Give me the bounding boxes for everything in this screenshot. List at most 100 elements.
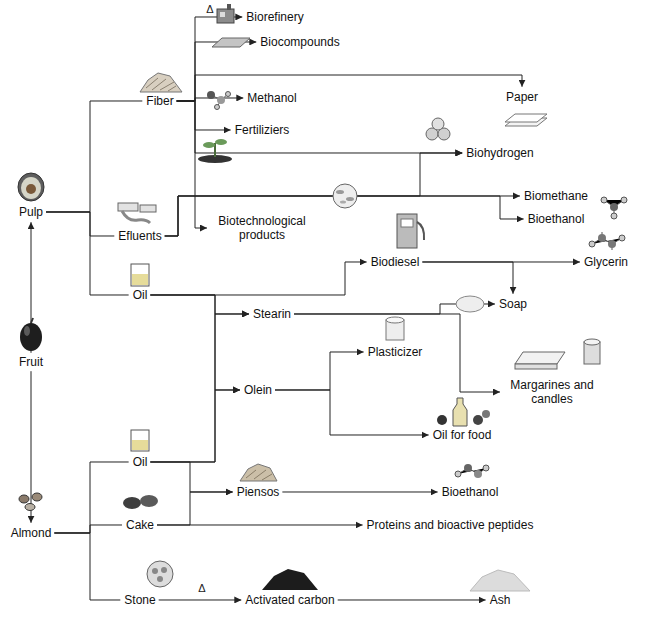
flow-connector [275, 390, 429, 435]
oil-beaker-icon [131, 430, 149, 451]
flow-connector [54, 533, 120, 600]
fruit-icon [20, 318, 42, 351]
product-label: Plasticizer [366, 344, 425, 360]
biocompounds-icon [212, 38, 250, 47]
product-label: Olein [242, 382, 274, 398]
node-text: Glycerin [584, 255, 628, 269]
node-text: Soap [499, 297, 527, 311]
node-text: Oil [133, 288, 148, 302]
node-text: Biorefinery [246, 10, 303, 24]
node-text: Biohydrogen [466, 146, 533, 160]
product-label: Oil for food [431, 427, 494, 443]
node-text: Fiber [146, 94, 173, 108]
flow-connector [150, 295, 240, 390]
node-text: Oil for food [433, 428, 492, 442]
soap-icon [456, 296, 484, 312]
flow-connector [54, 525, 122, 533]
flow-connector [157, 492, 233, 525]
product-label: Oil [131, 287, 150, 303]
node-text: Pulp [19, 205, 43, 219]
product-label: Stearin [251, 306, 293, 322]
flow-connector [177, 42, 257, 101]
product-label: Biohydrogen [464, 145, 535, 161]
node-text: Proteins and bioactive peptides [367, 518, 534, 532]
flow-connector [275, 352, 364, 390]
flow-connector [46, 212, 114, 236]
node-text: Stearin [253, 307, 291, 321]
molecule-icon [601, 197, 627, 219]
product-label: Oil [131, 454, 150, 470]
margarine-candle-icon [515, 339, 600, 369]
efluents-icon [118, 203, 156, 223]
node-text: Olein [244, 383, 272, 397]
product-label: Paper [504, 89, 540, 105]
paper-icon [505, 114, 547, 126]
node-text: Fertiliziers [235, 123, 290, 137]
fertilizer-icon [198, 139, 232, 163]
glycerin-icon [589, 232, 625, 250]
node-text: Fruit [19, 355, 43, 369]
node-text: Piensos [237, 485, 280, 499]
product-label: Fruit [17, 354, 45, 370]
molecule-icon [455, 464, 489, 478]
product-label: Soap [497, 296, 529, 312]
product-label: Stone [122, 592, 157, 608]
flow-connector [177, 101, 207, 228]
flow-connector [46, 101, 142, 212]
fuel-pump-icon [397, 214, 424, 248]
node-text: Efluents [118, 229, 161, 243]
flow-connector [150, 295, 249, 314]
node-text: Methanol [247, 91, 296, 105]
node-text: Ash [490, 593, 511, 607]
activated-carbon-icon [262, 569, 318, 590]
biohydrogen-icon [426, 118, 450, 140]
product-label: Ash [488, 592, 513, 608]
flow-connector [157, 524, 363, 525]
flow-connector [54, 462, 128, 533]
flow-connector [150, 314, 249, 462]
flow-connector [150, 390, 240, 462]
product-label: Fiber [144, 93, 175, 109]
product-label: Efluents [116, 228, 163, 244]
node-text: Activated carbon [245, 593, 334, 607]
flow-connector [282, 491, 437, 492]
flow-connector [177, 75, 522, 101]
node-text: Biotechnological products [211, 214, 313, 243]
product-label: Pulp [17, 204, 45, 220]
cake-icon [123, 495, 158, 509]
product-label: Almond [9, 525, 54, 541]
oil-beaker-icon [131, 264, 149, 286]
product-label: Glycerin [582, 254, 630, 270]
product-label: Margarines and candles [502, 377, 602, 408]
product-label: Methanol [245, 90, 298, 106]
product-label: Proteins and bioactive peptides [365, 517, 536, 533]
node-text: Margarines and candles [504, 378, 600, 407]
flow-connector [177, 101, 463, 153]
product-label: Biomethane [522, 188, 590, 204]
flow-connector [422, 262, 513, 294]
node-text: Paper [506, 90, 538, 104]
heat-symbol: Δ [206, 3, 213, 15]
food-oil-icon [437, 398, 490, 426]
node-text: Plasticizer [368, 345, 423, 359]
flow-connector [165, 153, 463, 236]
flow-connector [31, 371, 32, 523]
node-text: Stone [124, 593, 155, 607]
node-text: Cake [126, 518, 154, 532]
product-label: Bioethanol [440, 484, 501, 500]
product-label: Piensos [235, 484, 282, 500]
almond-icon [19, 493, 42, 511]
flow-connector [150, 262, 366, 295]
feed-icon [240, 464, 277, 481]
product-label: Biodiesel [369, 254, 422, 270]
fiber-icon [140, 73, 182, 92]
flow-connector [294, 314, 500, 392]
node-text: Biomethane [524, 189, 588, 203]
flow-connector [177, 17, 243, 101]
node-text: Almond [11, 526, 52, 540]
biorefinery-icon [217, 4, 234, 23]
heat-symbol: Δ [198, 582, 205, 594]
